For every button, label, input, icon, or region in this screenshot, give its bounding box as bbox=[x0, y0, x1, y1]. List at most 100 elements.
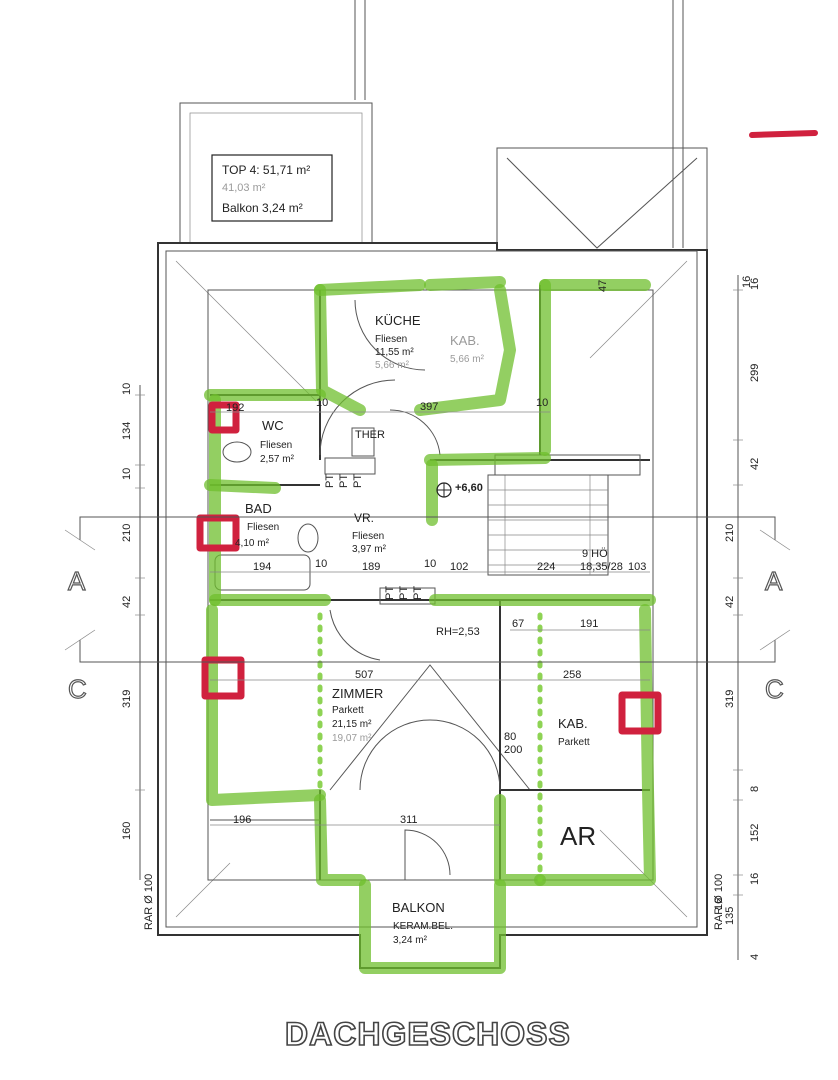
vr-area: 3,97 m² bbox=[352, 544, 387, 555]
dim-397: 397 bbox=[420, 401, 438, 413]
kueche-floor: Fliesen bbox=[375, 334, 407, 345]
green-markings bbox=[204, 276, 656, 974]
rar-right: RAR Ø 100 bbox=[713, 874, 725, 930]
dim-102: 102 bbox=[450, 561, 468, 573]
zimmer-area2: 19,07 m² bbox=[332, 733, 372, 744]
dim-47: 47 bbox=[597, 280, 609, 292]
interior-dimensions: 192 10 397 10 194 10 189 10 102 224 103 … bbox=[210, 397, 650, 826]
pt-2: PT bbox=[338, 474, 350, 488]
kab-top-area: 5,66 m² bbox=[450, 354, 485, 365]
dim-4: 4 bbox=[749, 954, 761, 960]
dim-103: 103 bbox=[628, 561, 646, 573]
right-dim-3: 42 bbox=[749, 458, 761, 470]
room-zimmer: ZIMMER Parkett 21,15 m² 19,07 m² bbox=[332, 686, 383, 744]
room-ar: AR bbox=[560, 821, 596, 851]
kab-right-floor: Parkett bbox=[558, 737, 590, 748]
left-dim-3: 10 bbox=[121, 468, 133, 480]
right-dim-1: 16 bbox=[749, 278, 761, 290]
stair-dims: 18,35/28 bbox=[580, 561, 623, 573]
room-kab-right: KAB. Parkett bbox=[558, 716, 590, 748]
section-c-left: C bbox=[68, 674, 87, 704]
dim-192: 192 bbox=[226, 402, 244, 414]
pt-5: PT bbox=[398, 586, 410, 600]
door-200: 200 bbox=[504, 744, 522, 756]
vr-floor: Fliesen bbox=[352, 531, 384, 542]
dim-10d: 10 bbox=[424, 558, 436, 570]
dim-189: 189 bbox=[362, 561, 380, 573]
right-dim-9: 16 bbox=[749, 873, 761, 885]
red-markings bbox=[196, 130, 818, 735]
kueche-area2: 5,66 m² bbox=[375, 360, 410, 371]
right-dim-8: 152 bbox=[749, 824, 761, 842]
annotations: +6,60 RH=2,53 9 HÖ 18,35/28 THER PT PT P… bbox=[324, 276, 753, 910]
room-balkon: BALKON KERAM.BEL. 3,24 m² bbox=[392, 900, 453, 946]
kab-right-name: KAB. bbox=[558, 716, 588, 731]
pt-6: PT bbox=[412, 586, 424, 600]
rar-left: RAR Ø 100 bbox=[143, 874, 155, 930]
wc-area: 2,57 m² bbox=[260, 454, 295, 465]
right-dim-4: 210 bbox=[724, 524, 736, 542]
ther-label: THER bbox=[355, 429, 385, 441]
stair-label: 9 HÖ bbox=[582, 548, 608, 560]
right-dim-7: 8 bbox=[749, 786, 761, 792]
kab-top-name: KAB. bbox=[450, 333, 480, 348]
info-box: TOP 4: 51,71 m² 41,03 m² Balkon 3,24 m² bbox=[211, 154, 333, 222]
section-lines: A A C C bbox=[64, 516, 791, 705]
vr-name: VR. bbox=[354, 511, 374, 525]
right-dim-2: 299 bbox=[749, 364, 761, 382]
room-kueche: KÜCHE Fliesen 11,55 m² 5,66 m² bbox=[375, 313, 421, 371]
pt-1: PT bbox=[324, 474, 336, 488]
bad-area: 4,10 m² bbox=[235, 538, 270, 549]
dim-10b: 10 bbox=[536, 397, 548, 409]
room-kab-top: KAB. 5,66 m² bbox=[450, 333, 485, 365]
left-dim-2: 134 bbox=[121, 422, 133, 440]
dim-196: 196 bbox=[233, 814, 251, 826]
dim-67: 67 bbox=[512, 618, 524, 630]
interior-walls bbox=[207, 285, 654, 881]
balkon-floor: KERAM.BEL. bbox=[393, 921, 453, 932]
section-a-right: A bbox=[765, 566, 783, 596]
room-vr: VR. Fliesen 3,97 m² bbox=[352, 511, 387, 555]
left-dim-4: 210 bbox=[121, 524, 133, 542]
left-dim-1: 10 bbox=[121, 383, 133, 395]
wc-floor: Fliesen bbox=[260, 440, 292, 451]
right-dim-6: 319 bbox=[724, 690, 736, 708]
dim-16-top: 16 bbox=[741, 276, 753, 288]
left-dimension-chain: 10 134 10 210 42 319 160 RAR Ø 100 bbox=[121, 383, 155, 930]
bad-floor: Fliesen bbox=[247, 522, 279, 533]
level-mark: +6,60 bbox=[455, 482, 483, 494]
rh-label: RH=2,53 bbox=[436, 626, 480, 638]
dim-10a: 10 bbox=[316, 397, 328, 409]
dim-507: 507 bbox=[355, 669, 373, 681]
zimmer-area: 21,15 m² bbox=[332, 719, 372, 730]
left-dim-7: 160 bbox=[121, 822, 133, 840]
left-dim-6: 319 bbox=[121, 690, 133, 708]
right-dim-10: 135 bbox=[724, 907, 736, 925]
right-dim-5: 42 bbox=[724, 596, 736, 608]
plan-title: DACHGESCHOSS bbox=[285, 1016, 571, 1052]
door-80: 80 bbox=[504, 731, 516, 743]
dim-191: 191 bbox=[580, 618, 598, 630]
left-dim-5: 42 bbox=[121, 596, 133, 608]
zimmer-name: ZIMMER bbox=[332, 686, 383, 701]
kueche-name: KÜCHE bbox=[375, 313, 421, 328]
balkon-area: 3,24 m² bbox=[393, 935, 428, 946]
dim-194: 194 bbox=[253, 561, 271, 573]
zimmer-floor: Parkett bbox=[332, 705, 364, 716]
info-balkon: Balkon 3,24 m² bbox=[222, 201, 303, 215]
bad-name: BAD bbox=[245, 501, 272, 516]
room-bad: BAD Fliesen 4,10 m² bbox=[235, 501, 279, 549]
balkon-name: BALKON bbox=[392, 900, 445, 915]
dim-16-bottom: 16 bbox=[713, 898, 725, 910]
dim-10c: 10 bbox=[315, 558, 327, 570]
wc-name: WC bbox=[262, 418, 284, 433]
pt-4: PT bbox=[384, 586, 396, 600]
dim-258: 258 bbox=[563, 669, 581, 681]
info-net: 41,03 m² bbox=[222, 182, 266, 194]
section-c-right: C bbox=[765, 674, 784, 704]
right-dimension-chain: 16 299 42 210 42 319 8 152 16 135 RAR Ø … bbox=[597, 275, 761, 960]
info-total: TOP 4: 51,71 m² bbox=[222, 163, 310, 177]
dim-311: 311 bbox=[400, 814, 418, 826]
pt-3: PT bbox=[352, 474, 364, 488]
